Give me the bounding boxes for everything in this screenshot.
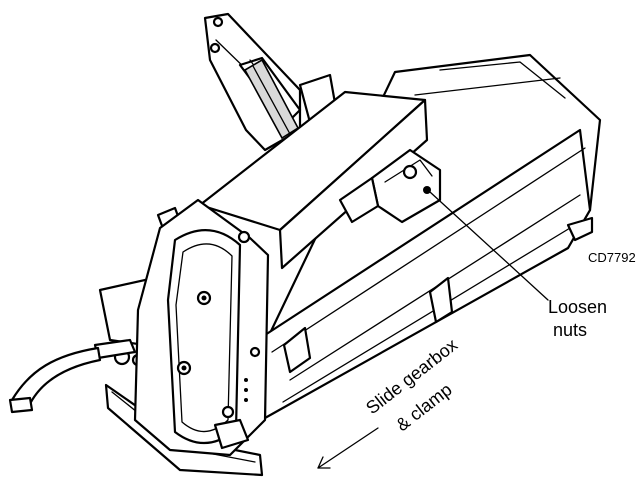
tiller-housing: [248, 53, 602, 422]
clamp-bracket: [338, 148, 442, 224]
slide-arrow: [317, 427, 379, 469]
loosen-label: Loosen: [548, 297, 607, 317]
drawing-code: CD7792: [588, 250, 636, 265]
nuts-label: nuts: [553, 320, 587, 340]
hydraulic-cylinder: [243, 58, 300, 140]
gearbox-beam: [198, 90, 429, 270]
loosen-leader-line: [429, 191, 549, 301]
hydraulic-hose: [8, 346, 102, 414]
gear-cover: [133, 198, 270, 457]
